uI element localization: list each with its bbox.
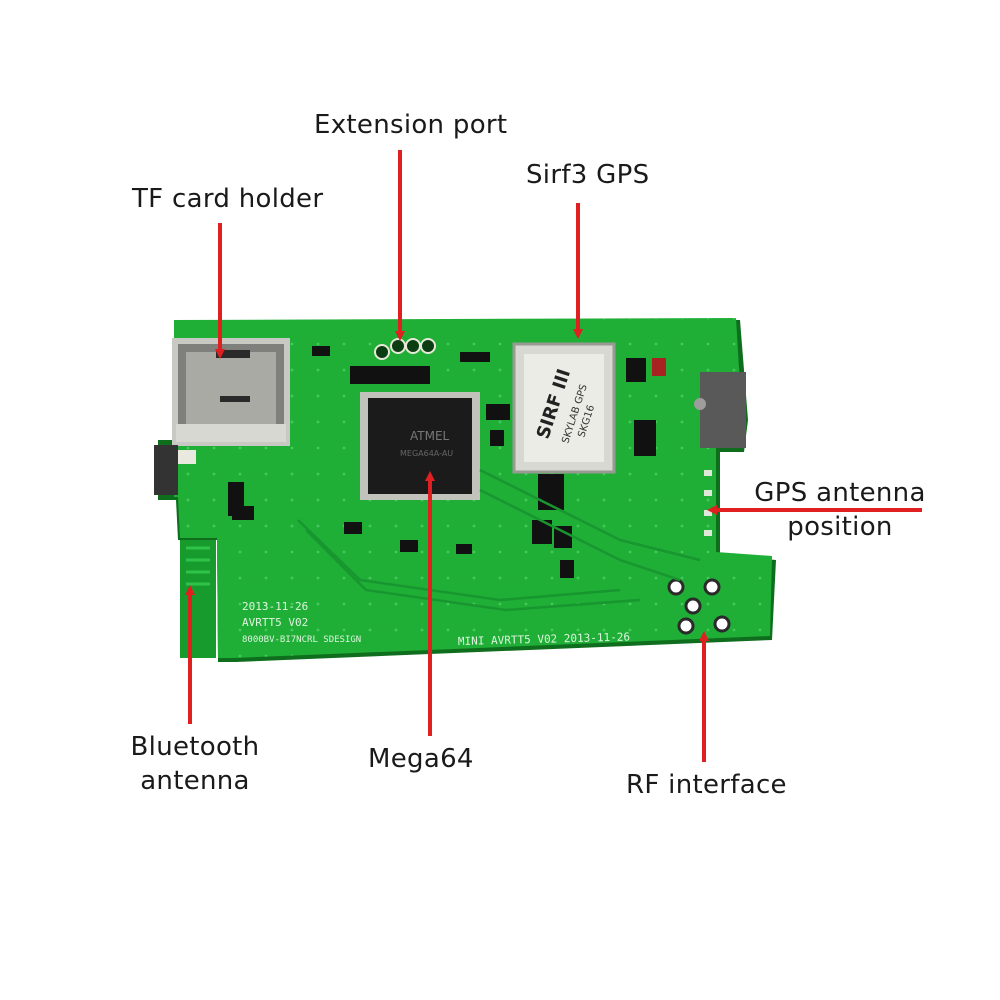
svg-text:MEGA64A-AU: MEGA64A-AU	[400, 449, 453, 458]
bluetooth-antenna-area	[180, 540, 216, 658]
mega64-chip: ATMEL MEGA64A-AU	[360, 392, 480, 500]
label-rf-interface: RF interface	[626, 770, 787, 800]
extension-port-header	[374, 338, 436, 360]
sirf3-gps-module: SIRF III SKYLAB GPS SKG16	[512, 342, 616, 474]
label-gps-antenna-line2: position	[787, 512, 893, 542]
label-extension-port: Extension port	[314, 110, 508, 140]
label-bluetooth-line1: Bluetooth	[130, 732, 260, 762]
label-tf-card-holder: TF card holder	[132, 184, 324, 214]
label-gps-antenna-line1: GPS antenna	[754, 478, 926, 508]
atmel-logo-icon: ATMEL	[410, 429, 450, 443]
svg-text:AVRTT5 V02: AVRTT5 V02	[242, 616, 308, 629]
label-sirf3-gps: Sirf3 GPS	[526, 160, 650, 190]
smd-components	[228, 346, 656, 578]
red-arrow-icon	[185, 150, 922, 762]
label-bluetooth-antenna: Bluetooth antenna	[118, 730, 272, 798]
label-mega64: Mega64	[368, 744, 474, 774]
label-bluetooth-line2: antenna	[140, 766, 250, 796]
rf-interface-pads	[667, 578, 731, 635]
svg-text:8000BV-BI7NCRL SDESIGN: 8000BV-BI7NCRL SDESIGN	[242, 635, 361, 645]
tf-card-holder	[172, 338, 290, 446]
label-gps-antenna-position: GPS antenna position	[750, 476, 930, 544]
svg-text:2013-11-26: 2013-11-26	[242, 600, 308, 613]
svg-text:MINI AVRTT5 V02 2013-11-26: MINI AVRTT5 V02 2013-11-26	[458, 630, 630, 648]
